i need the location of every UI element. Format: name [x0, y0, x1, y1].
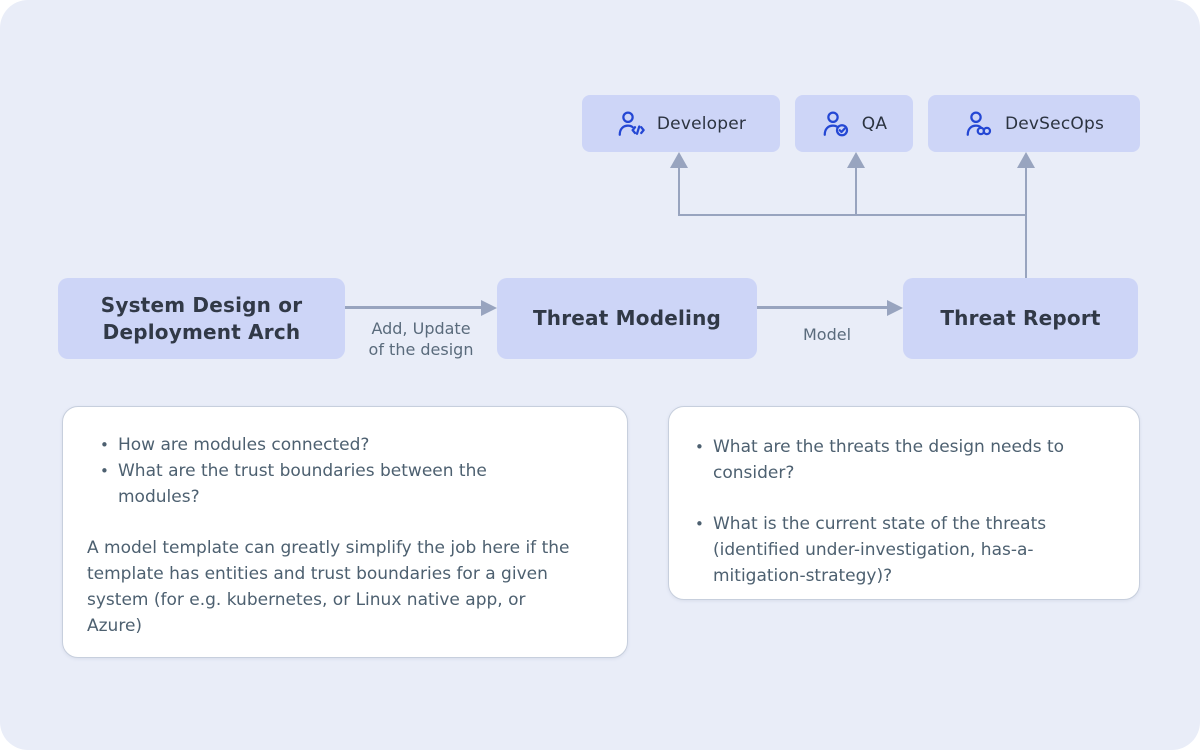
- arrowhead-up-qa: [847, 152, 865, 168]
- list-item: What are the trust boundaries between th…: [87, 458, 573, 510]
- list-item: What are the threats the design needs to…: [693, 434, 1105, 486]
- edge-design-to-modeling-line: [345, 306, 483, 309]
- note-card-report-questions: What are the threats the design needs to…: [668, 406, 1140, 600]
- persona-box-devsecops: DevSecOps: [928, 95, 1140, 152]
- persona-label: DevSecOps: [1004, 113, 1105, 134]
- person-code-icon: [616, 109, 646, 139]
- list-item: What is the current state of the threats…: [693, 511, 1105, 589]
- connector-report-to-junction-line: [1025, 215, 1027, 278]
- edge-modeling-to-report-line: [757, 306, 889, 309]
- list-item: How are modules connected?: [87, 432, 573, 458]
- note-card-design-questions: How are modules connected? What are the …: [62, 406, 628, 658]
- node-threat-modeling: Threat Modeling: [497, 278, 757, 359]
- person-check-icon: [821, 109, 851, 139]
- bullet-list: What are the threats the design needs to…: [693, 434, 1115, 589]
- edge-label-model: Model: [802, 325, 852, 344]
- note-paragraph: A model template can greatly simplify th…: [87, 538, 570, 636]
- arrowhead-up-developer: [670, 152, 688, 168]
- persona-label: QA: [861, 113, 888, 134]
- node-system-design: System Design or Deployment Arch: [58, 278, 345, 359]
- person-infinity-icon: [964, 109, 994, 139]
- arrowhead-up-devsecops: [1017, 152, 1035, 168]
- persona-box-developer: Developer: [582, 95, 780, 152]
- bullet-list: How are modules connected? What are the …: [87, 432, 603, 510]
- node-threat-report: Threat Report: [903, 278, 1138, 359]
- arrowhead-right-report: [887, 300, 903, 316]
- connector-up-developer-line: [678, 167, 680, 215]
- connector-up-devsecops-line: [1025, 167, 1027, 215]
- persona-box-qa: QA: [795, 95, 913, 152]
- arrowhead-right-modeling: [481, 300, 497, 316]
- connector-up-qa-line: [855, 167, 857, 215]
- edge-label-add-update: Add, Update of the design: [368, 319, 474, 359]
- persona-label: Developer: [656, 113, 747, 134]
- connector-horizontal-line: [678, 214, 1027, 216]
